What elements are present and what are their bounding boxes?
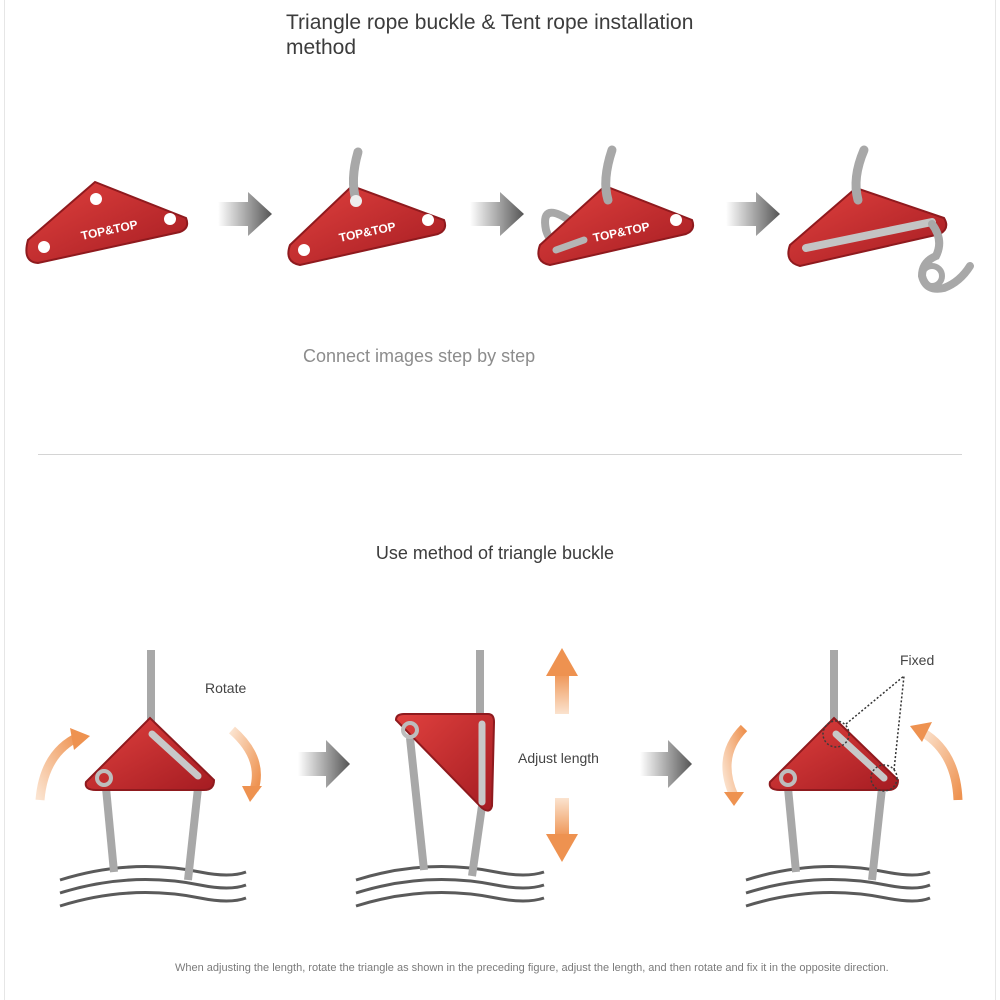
rotate-arrow-icon [242, 786, 262, 802]
fixed-label: Fixed [900, 652, 935, 668]
adjust-arrow-icon [546, 834, 578, 862]
usage-title: Use method of triangle buckle [375, 543, 615, 563]
step-arrow-icon [218, 192, 272, 236]
steps-caption: Connect images step by step [303, 346, 536, 366]
ground-icon [59, 865, 247, 882]
step-arrow-icon [726, 192, 780, 236]
buckle-step-2: TOP&TOP [287, 147, 447, 267]
rope-icon [601, 145, 617, 205]
rotate-label: Rotate [205, 680, 247, 696]
usage-figure-adjust [355, 648, 578, 908]
rotate-arrow-icon [724, 792, 744, 806]
rope-icon [851, 145, 869, 205]
page-border-left [4, 0, 5, 1000]
buckle-step-3: TOP&TOP [537, 145, 695, 267]
rope-icon [348, 147, 363, 205]
adjust-arrow-icon [546, 648, 578, 676]
buckle-step-4 [787, 145, 974, 293]
step-arrow-icon [470, 192, 524, 236]
usage-figure-fixed [722, 650, 963, 908]
buckle-step-1: TOP&TOP [25, 180, 189, 265]
rotate-arrow-icon [910, 722, 932, 742]
rotate-arrow-icon [70, 728, 90, 750]
usage-figure-rotate [35, 650, 262, 908]
step-arrow-icon [640, 740, 692, 788]
footnote: When adjusting the length, rotate the tr… [175, 962, 889, 974]
section-divider [38, 454, 962, 455]
adjust-length-label: Adjust length [518, 750, 599, 766]
page-border-right [995, 0, 996, 1000]
page-title: Triangle rope buckle & Tent rope install… [286, 11, 694, 59]
step-arrow-icon [298, 740, 350, 788]
